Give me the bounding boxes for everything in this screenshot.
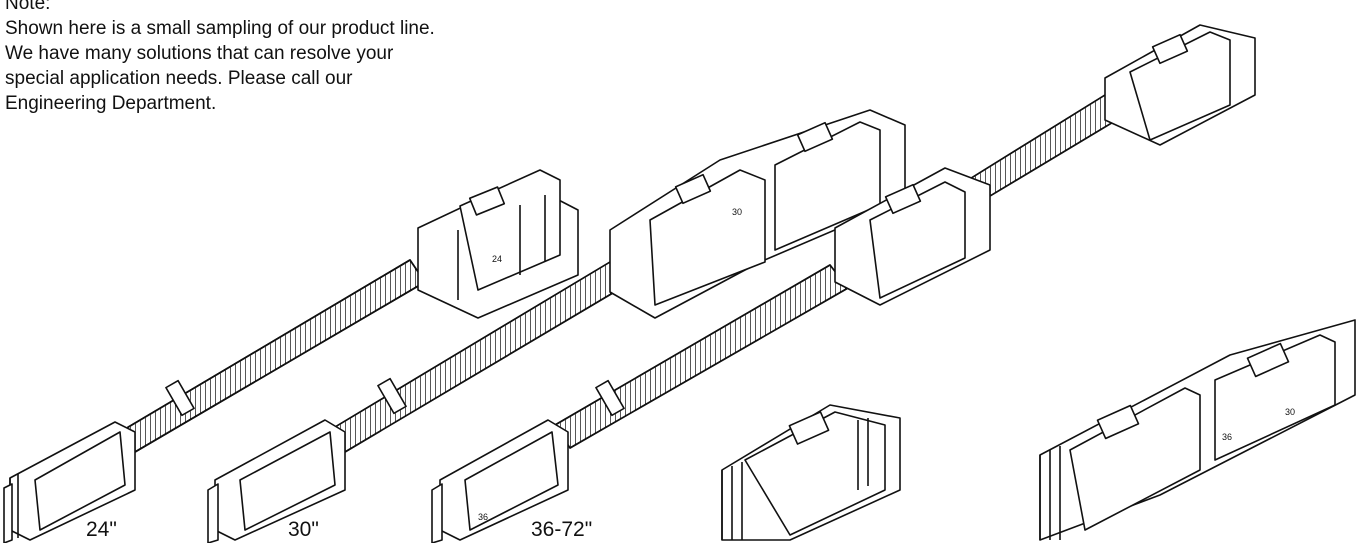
cable-assembly-24: 24 — [3, 169, 579, 543]
far-connector — [1104, 24, 1256, 146]
note-line-3: special application needs. Please call o… — [5, 68, 353, 89]
product-note: Note: Shown here is a small sampling of … — [5, 0, 435, 116]
connector-tag: 30 — [732, 207, 742, 217]
length-label-24: 24" — [86, 518, 117, 541]
middle-connector — [834, 167, 991, 306]
length-label-30: 30" — [288, 518, 319, 541]
double-adapter: 36 30 — [1039, 319, 1356, 541]
cable-assembly-30: 30 — [207, 109, 906, 543]
connector-tag: 30 — [1285, 407, 1295, 417]
far-connector: 24 — [417, 169, 579, 319]
connector-tag: 36 — [1222, 432, 1232, 442]
far-connector-double: 30 — [609, 109, 906, 319]
near-plug: 36 — [431, 419, 569, 543]
note-line-2: We have many solutions that can resolve … — [5, 43, 394, 64]
note-line-4: Engineering Department. — [5, 93, 217, 114]
corrugated-hose — [554, 94, 1121, 449]
near-plug — [3, 421, 136, 543]
corrugated-hose — [119, 259, 426, 453]
connector-tag: 24 — [492, 254, 502, 264]
note-heading: Note: — [5, 0, 51, 14]
note-line-1: Shown here is a small sampling of our pr… — [5, 18, 435, 39]
length-label-36-72: 36-72" — [531, 518, 593, 541]
near-plug — [207, 419, 346, 543]
cable-assembly-36-72: 36 — [431, 24, 1256, 543]
connector-tag: 36 — [478, 512, 488, 522]
single-adapter — [721, 404, 901, 541]
